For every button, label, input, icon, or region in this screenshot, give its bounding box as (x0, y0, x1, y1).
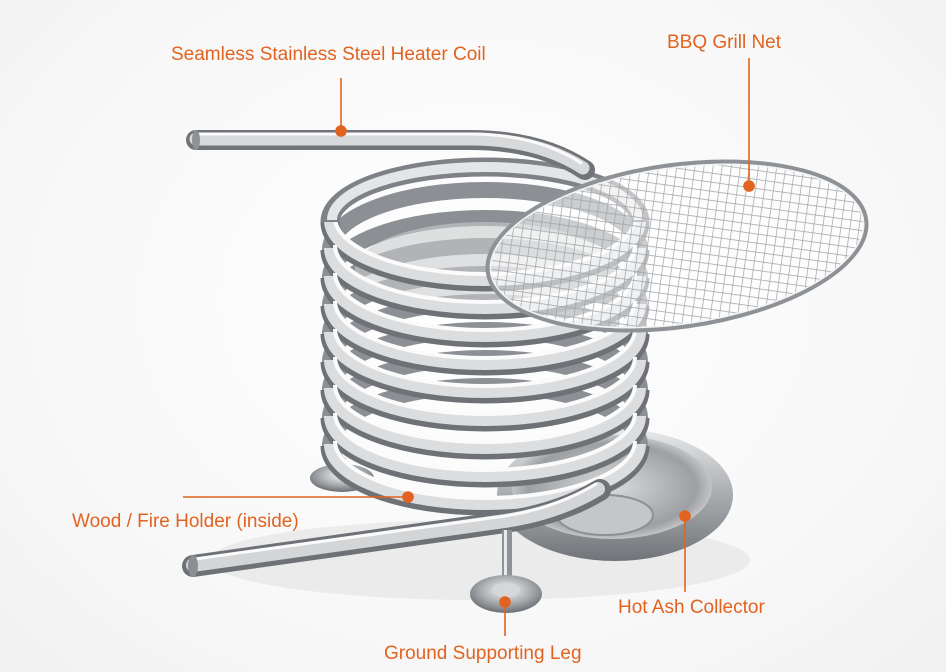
marker-fire (402, 491, 414, 503)
label-heater-coil: Seamless Stainless Steel Heater Coil (171, 44, 486, 65)
label-fire-holder: Wood / Fire Holder (inside) (72, 511, 299, 532)
label-ash-collector: Hot Ash Collector (618, 597, 765, 618)
ground-supporting-leg (470, 530, 542, 613)
outlet-pipe (182, 479, 611, 577)
marker-net (743, 180, 755, 192)
marker-leg (499, 596, 511, 608)
marker-coil (335, 125, 347, 137)
label-grill-net: BBQ Grill Net (667, 32, 782, 53)
marker-ash (679, 510, 691, 522)
inlet-pipe (186, 130, 595, 180)
label-supporting-leg: Ground Supporting Leg (384, 643, 582, 664)
callout-leaders (183, 58, 755, 636)
